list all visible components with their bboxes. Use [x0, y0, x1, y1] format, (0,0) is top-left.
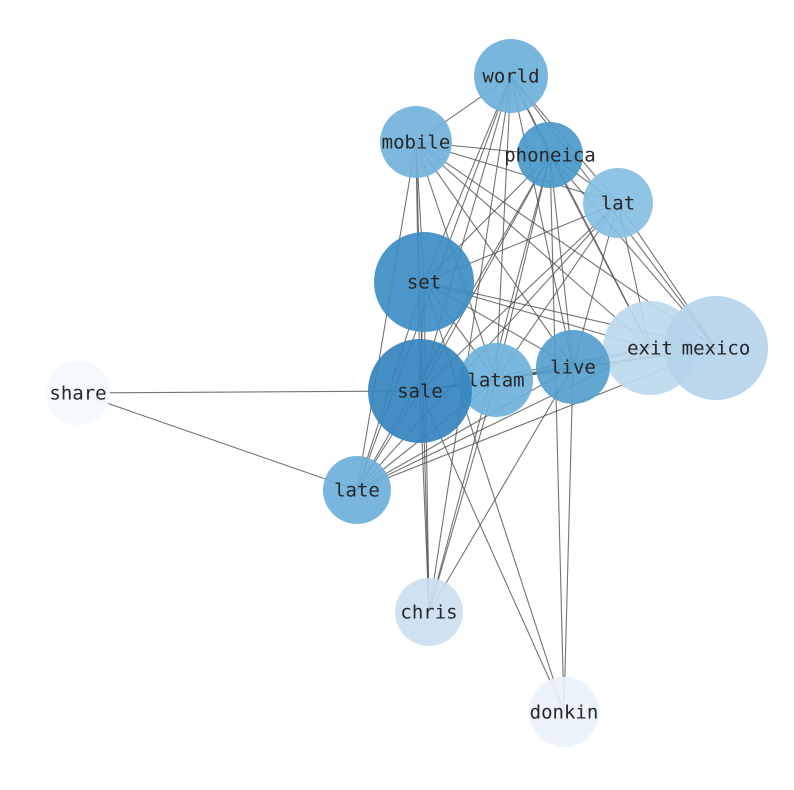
graph-node-latam[interactable]: [459, 343, 533, 417]
graph-node-phoneica[interactable]: [517, 122, 583, 188]
graph-edge: [415, 141, 651, 349]
graph-edge: [495, 75, 512, 381]
graph-edge: [510, 75, 574, 368]
graph-node-set[interactable]: [374, 232, 474, 332]
graph-edge: [356, 141, 417, 491]
graph-edge: [419, 75, 512, 392]
graph-edge: [549, 154, 565, 713]
graph-node-share[interactable]: [46, 361, 110, 425]
graph-edge: [356, 366, 574, 491]
graph-node-donkin[interactable]: [529, 677, 599, 747]
graph-edge: [428, 379, 497, 613]
graph-edge: [77, 392, 358, 491]
graph-node-sale[interactable]: [368, 339, 472, 443]
graph-edge: [415, 141, 574, 368]
graph-edge: [423, 281, 430, 613]
nodes-layer: [46, 39, 768, 747]
graph-edge: [428, 366, 574, 613]
graph-node-world[interactable]: [474, 39, 548, 113]
graph-edge: [77, 390, 421, 394]
graph-node-late[interactable]: [323, 456, 391, 524]
graph-node-chris[interactable]: [395, 578, 463, 646]
graph-edge: [495, 154, 551, 381]
graph-node-live[interactable]: [536, 330, 610, 404]
graph-node-lat[interactable]: [583, 168, 653, 238]
graph-edge: [563, 366, 574, 713]
graph-node-mexico[interactable]: [664, 296, 768, 400]
graph-node-mobile[interactable]: [380, 106, 452, 178]
graph-edge: [419, 390, 565, 713]
